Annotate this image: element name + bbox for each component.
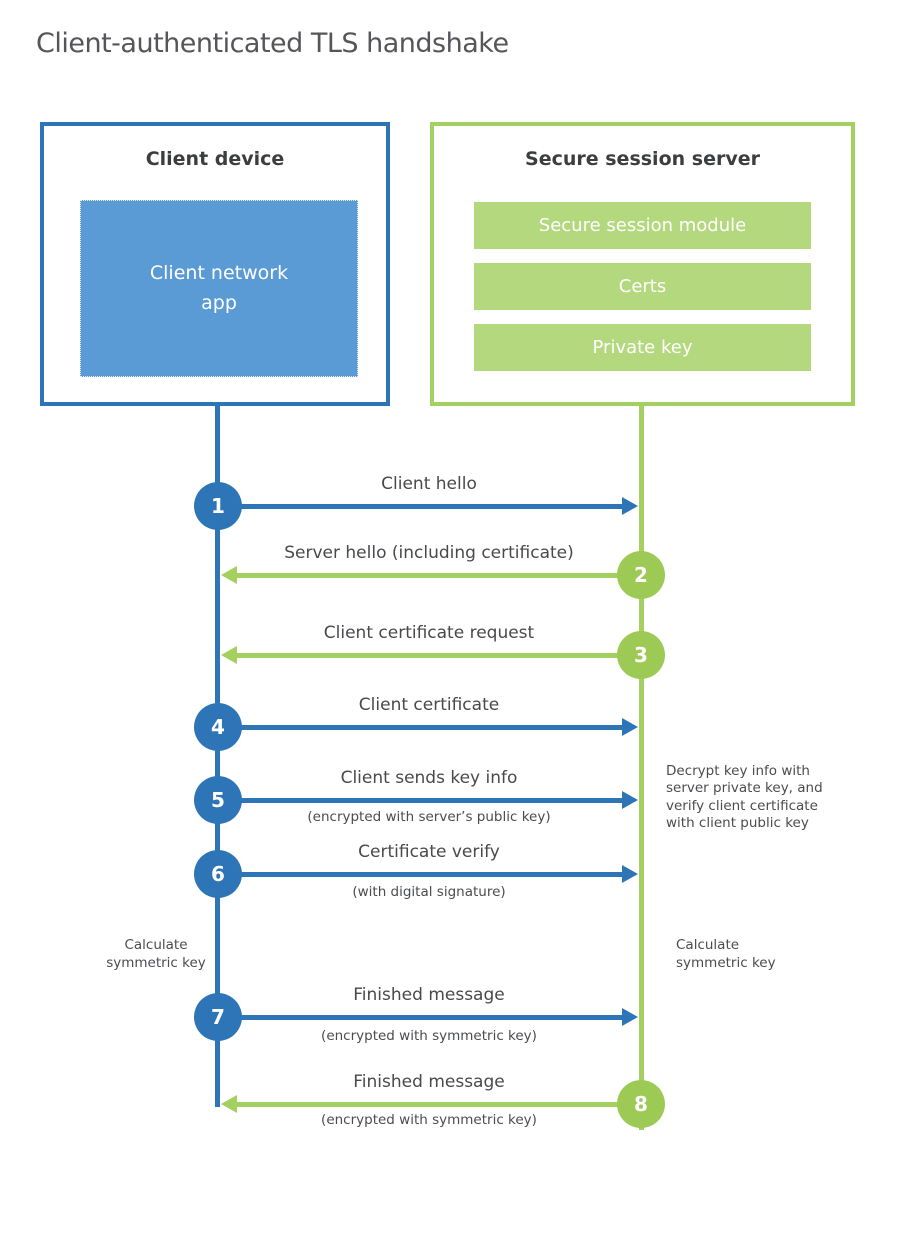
server-module-secure-session-module: Secure session module [474, 202, 811, 249]
step-1-label: Client hello [381, 474, 477, 494]
decrypt-key-note: Decrypt key info with server private key… [666, 763, 823, 831]
step-1-number-badge: 1 [194, 482, 242, 530]
server-module-private-key: Private key [474, 324, 811, 371]
step-8-label: Finished message [353, 1072, 505, 1092]
step-6-arrowhead-icon [622, 865, 638, 883]
secure-session-server-box: Secure session server Secure session mod… [430, 122, 855, 406]
server-module-certs: Certs [474, 263, 811, 310]
step-2-number-badge: 2 [617, 551, 665, 599]
client-network-app-box: Client network app [80, 200, 358, 377]
step-5-number-badge: 5 [194, 776, 242, 824]
step-1-arrow-line [217, 504, 622, 509]
step-6-arrow-line [217, 872, 622, 877]
step-7-arrowhead-icon [622, 1008, 638, 1026]
page-title: Client-authenticated TLS handshake [36, 28, 509, 59]
step-7-number-badge: 7 [194, 993, 242, 1041]
client-lifeline [215, 405, 220, 1107]
step-8-arrowhead-icon [221, 1095, 237, 1113]
calculate-symmetric-key-note-server: Calculate symmetric key [676, 937, 776, 971]
step-5-arrowhead-icon [622, 791, 638, 809]
step-6-number-badge: 6 [194, 850, 242, 898]
step-4-arrow-line [217, 725, 622, 730]
step-5-label: Client sends key info [340, 768, 518, 788]
step-5-sublabel: (encrypted with server’s public key) [307, 809, 551, 825]
step-2-label: Server hello (including certificate) [284, 543, 574, 563]
step-8-arrow-line [237, 1102, 641, 1107]
step-8-number-badge: 8 [617, 1080, 665, 1128]
server-lifeline [639, 405, 644, 1130]
step-4-arrowhead-icon [622, 718, 638, 736]
step-2-arrow-line [237, 573, 641, 578]
step-7-label: Finished message [353, 985, 505, 1005]
step-3-arrowhead-icon [221, 646, 237, 664]
client-device-title: Client device [145, 148, 285, 170]
step-4-label: Client certificate [358, 695, 500, 715]
step-7-sublabel: (encrypted with symmetric key) [321, 1028, 537, 1044]
step-5-arrow-line [217, 798, 622, 803]
step-3-number-badge: 3 [617, 631, 665, 679]
step-7-arrow-line [217, 1015, 622, 1020]
step-6-label: Certificate verify [358, 842, 500, 862]
step-8-sublabel: (encrypted with symmetric key) [321, 1112, 537, 1128]
client-device-box: Client device Client network app [40, 122, 390, 406]
step-4-number-badge: 4 [194, 703, 242, 751]
step-2-arrowhead-icon [221, 566, 237, 584]
secure-session-server-title: Secure session server [525, 148, 760, 170]
step-3-label: Client certificate request [323, 623, 535, 643]
step-6-sublabel: (with digital signature) [352, 884, 506, 900]
step-3-arrow-line [237, 653, 641, 658]
step-1-arrowhead-icon [622, 497, 638, 515]
calculate-symmetric-key-note-client: Calculate symmetric key [106, 937, 206, 971]
